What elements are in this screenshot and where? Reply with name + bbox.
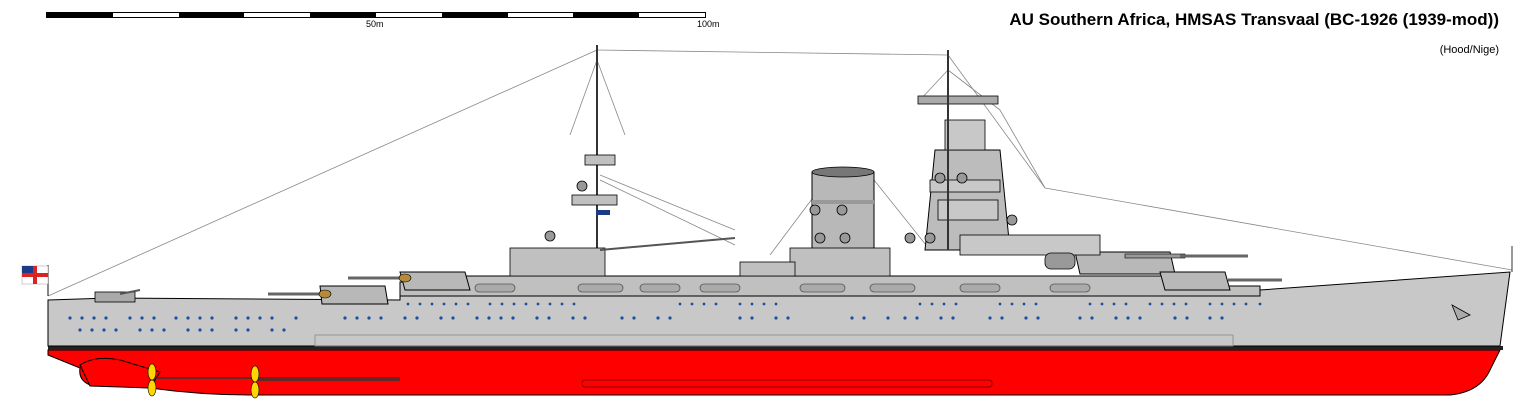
turret-a-forward xyxy=(1159,271,1282,291)
rigging-wires xyxy=(47,49,1513,297)
white-ensign-flag xyxy=(21,265,49,285)
director-domes xyxy=(544,172,1018,244)
lower-hull-red xyxy=(47,349,1501,396)
boot-topping xyxy=(48,346,1503,350)
drawing-title: AU Southern Africa, HMSAS Transvaal (BC-… xyxy=(1009,10,1499,29)
turret-y-aft xyxy=(268,285,389,305)
scale-label-100m: 100m xyxy=(697,19,720,29)
bow-anchor xyxy=(1451,304,1471,321)
drawing-credit: (Hood/Nige) xyxy=(1439,44,1499,56)
scale-label-50m: 50m xyxy=(366,19,384,29)
mainmast-platforms xyxy=(509,154,618,277)
belt-armour xyxy=(314,334,1234,347)
turret-x-aft xyxy=(348,271,471,291)
boat-crane xyxy=(599,237,736,251)
quarterdeck-gun xyxy=(94,289,141,303)
scale-bar xyxy=(46,12,706,18)
ship-boats xyxy=(474,283,1091,293)
turret-b-forward xyxy=(1074,251,1248,275)
portholes xyxy=(68,302,1262,332)
propellers xyxy=(147,363,260,399)
propeller-shafts xyxy=(150,377,400,381)
forward-control-tower xyxy=(917,95,1101,270)
bilge-keel xyxy=(581,379,993,388)
funnel-base-houses xyxy=(739,247,891,277)
